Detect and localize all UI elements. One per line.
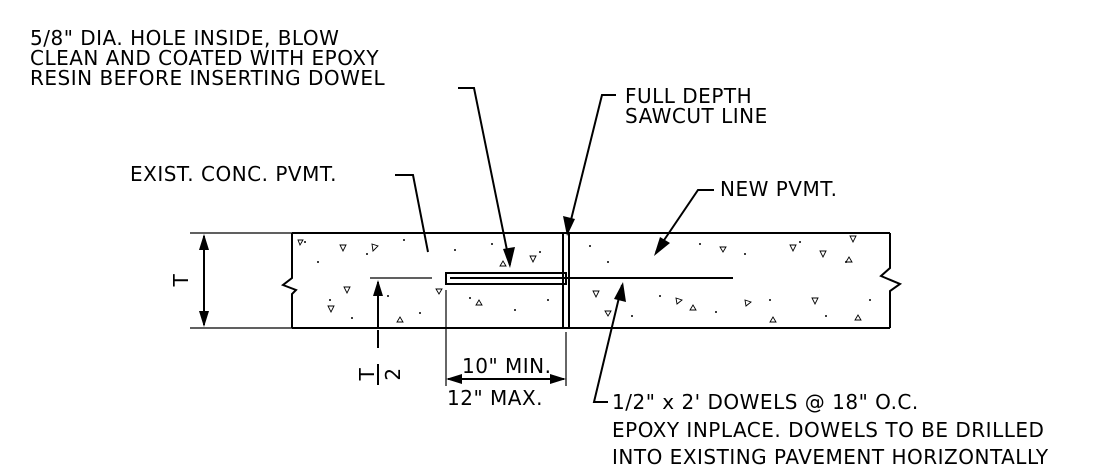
min-embed-label: 10" MIN. <box>462 354 551 378</box>
max-embed-label: 12" MAX. <box>447 386 543 410</box>
new-pvmt-label: NEW PVMT. <box>720 177 837 201</box>
hole-note-line-3: RESIN BEFORE INSERTING DOWEL <box>30 66 386 90</box>
embedment-dimension: 10" MIN. 12" MAX. <box>445 290 567 410</box>
leader-exist <box>395 174 429 253</box>
hole-note-line-2: CLEAN AND COATED WITH EPOXY <box>30 46 379 70</box>
thickness-label: T <box>169 273 193 287</box>
half-thickness-denominator: 2 <box>381 367 405 380</box>
sawcut-note-line-1: FULL DEPTH <box>625 84 752 108</box>
half-thickness-numerator: T <box>355 367 379 381</box>
hole-note: 5/8" DIA. HOLE INSIDE, BLOW CLEAN AND CO… <box>30 26 386 90</box>
sawcut-note-line-2: SAWCUT LINE <box>625 104 768 128</box>
leader-new <box>654 189 714 256</box>
leader-dowel <box>592 282 626 403</box>
dowel-note-line-1: 1/2" x 2' DOWELS @ 18" O.C. <box>612 390 919 414</box>
dowel-note: 1/2" x 2' DOWELS @ 18" O.C. EPOXY INPLAC… <box>612 390 1049 469</box>
sawcut-note: FULL DEPTH SAWCUT LINE <box>625 84 768 128</box>
dowel-note-line-2: EPOXY INPLACE. DOWELS TO BE DRILLED <box>612 418 1044 442</box>
half-thickness-dimension: T 2 <box>355 277 432 385</box>
thickness-dimension: T <box>169 232 292 329</box>
pavement-slab <box>280 232 903 329</box>
exist-pvmt-label: EXIST. CONC. PVMT. <box>130 162 337 186</box>
leader-sawcut <box>563 94 616 236</box>
dowel-note-line-3: INTO EXISTING PAVEMENT HORIZONTALLY <box>612 445 1049 469</box>
sawcut-line <box>562 233 570 328</box>
concrete-texture <box>297 235 871 323</box>
hole-note-line-1: 5/8" DIA. HOLE INSIDE, BLOW <box>30 26 339 50</box>
leader-hole <box>458 87 515 268</box>
